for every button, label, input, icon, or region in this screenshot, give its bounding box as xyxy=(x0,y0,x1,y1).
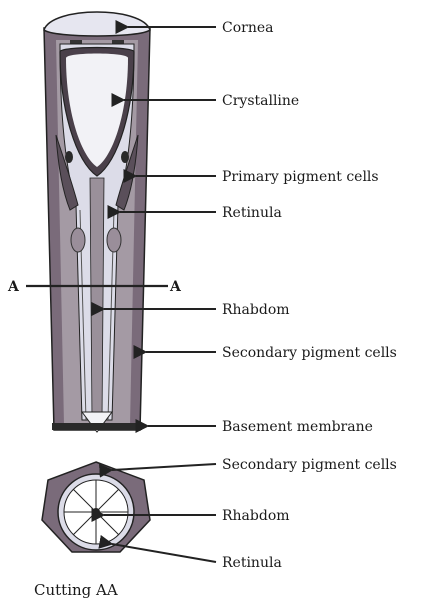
cornea-junction-left xyxy=(70,40,82,44)
label-rhabdom: Rhabdom xyxy=(222,302,290,318)
ommatidium-longitudinal-section: A A xyxy=(7,12,182,432)
cornea-shape xyxy=(44,12,150,36)
cross-section-aa xyxy=(42,462,150,552)
label-cornea: Cornea xyxy=(222,20,273,36)
cut-label-left: A xyxy=(7,279,20,295)
arrow-cross-secondary xyxy=(112,464,216,470)
cut-label-right: A xyxy=(169,279,182,295)
label-secondary-pigment-cells: Secondary pigment cells xyxy=(222,345,397,361)
label-primary-pigment-cells: Primary pigment cells xyxy=(222,169,379,185)
basement-membrane-shape xyxy=(52,423,142,430)
rhabdom-shape xyxy=(90,178,104,420)
caption-cutting-aa: Cutting AA xyxy=(34,581,118,599)
label-crystalline: Crystalline xyxy=(222,93,299,109)
label-retinula: Retinula xyxy=(222,205,282,221)
cross-rhabdom-dot xyxy=(92,508,100,516)
primary-pigment-nucleus-right xyxy=(121,151,129,163)
retinula-nucleus-left xyxy=(71,228,85,252)
label-cross-rhabdom: Rhabdom xyxy=(222,508,290,524)
label-cross-secondary-pigment-cells: Secondary pigment cells xyxy=(222,457,397,473)
label-basement-membrane: Basement membrane xyxy=(222,419,373,435)
label-cross-retinula: Retinula xyxy=(222,555,282,571)
cornea-junction-right xyxy=(112,40,124,44)
arrow-cross-retinula xyxy=(112,544,216,562)
retinula-nucleus-right xyxy=(107,228,121,252)
primary-pigment-nucleus-left xyxy=(65,151,73,163)
